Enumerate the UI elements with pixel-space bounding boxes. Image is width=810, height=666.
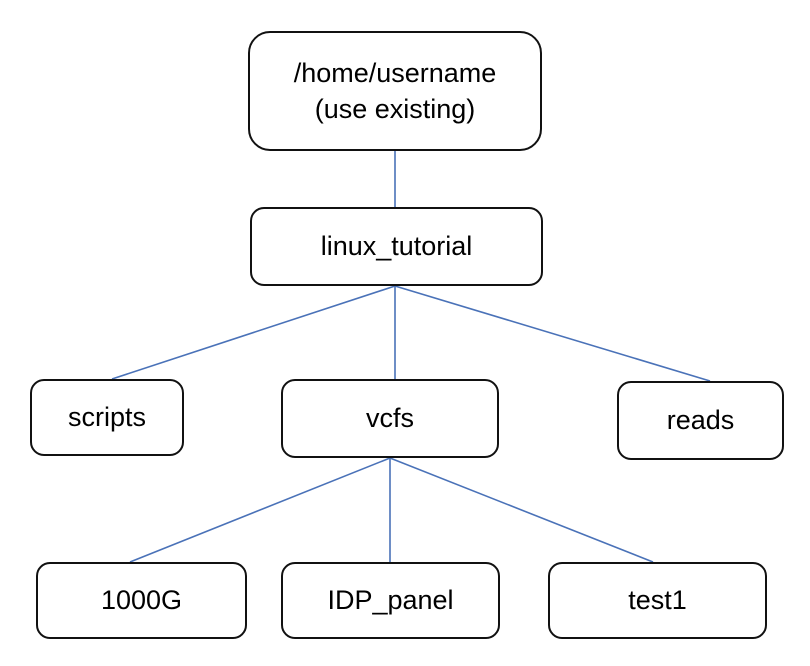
directory-label: test1 [628,585,687,616]
directory-node-vcfs[interactable]: vcfs [281,379,499,458]
directory-node-scripts[interactable]: scripts [30,379,184,456]
directory-node-1000g[interactable]: 1000G [36,562,247,639]
directory-label: reads [666,405,735,436]
directory-label: IDP_panel [327,585,454,616]
connector-linux-tutorial-to-reads [394,285,711,382]
directory-node-home-username[interactable]: /home/username (use existing) [248,31,542,151]
directory-label: vcfs [365,403,414,434]
directory-label: scripts [67,402,146,433]
directory-label: 1000G [100,585,183,616]
directory-label: linux_tutorial [320,231,473,262]
connector-vcfs-to-test1 [389,457,654,563]
directory-node-reads[interactable]: reads [617,381,784,460]
directory-note-label: (use existing) [314,94,476,124]
directory-path-label: /home/username [293,57,497,88]
directory-node-test1[interactable]: test1 [548,562,767,639]
connector-linux-tutorial-to-scripts [111,285,396,380]
directory-node-linux-tutorial[interactable]: linux_tutorial [250,207,543,286]
directory-node-idp-panel[interactable]: IDP_panel [281,562,500,639]
connector-vcfs-to-1000g [129,457,391,563]
